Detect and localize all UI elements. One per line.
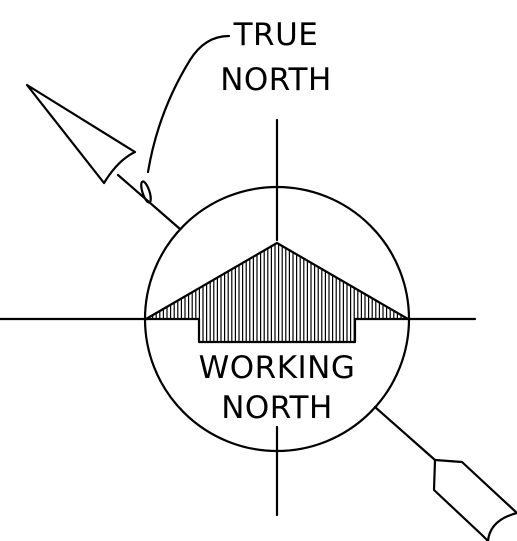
working-north-shaft	[373, 405, 437, 462]
true-north-leader-loop	[140, 180, 152, 204]
working-north-tail	[432, 458, 517, 541]
working-north-tail-end	[486, 511, 517, 541]
working-north-label-line1: WORKING	[199, 350, 356, 386]
true-north-arrowhead	[25, 83, 137, 185]
true-north-label-line2: NORTH	[220, 62, 332, 98]
working-north-label-line2: NORTH	[221, 390, 333, 426]
working-north-hatch	[148, 243, 406, 342]
working-north-roof-outline	[144, 241, 410, 344]
true-north-leader	[146, 34, 231, 174]
true-north-label-line1: TRUE	[233, 17, 319, 53]
